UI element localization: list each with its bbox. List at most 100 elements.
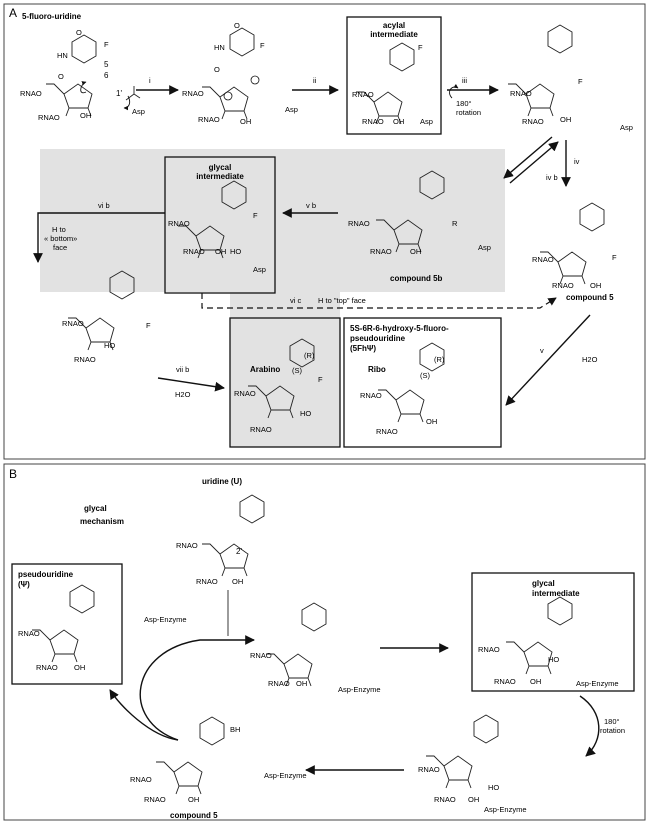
svg-text:ii: ii [313, 76, 317, 85]
structure-compound-5 [539, 202, 605, 285]
svg-text:RNAO: RNAO [198, 115, 220, 124]
svg-text:6: 6 [104, 71, 109, 80]
svg-text:RNAO: RNAO [510, 89, 532, 98]
structure-5fu [45, 34, 97, 117]
label-rotation-b: 180°rotation [600, 717, 625, 735]
svg-text:iv b: iv b [546, 173, 558, 182]
svg-text:H2O: H2O [582, 355, 598, 364]
structure-rotated [507, 24, 573, 117]
svg-text:Asp-Enzyme: Asp-Enzyme [576, 679, 619, 688]
svg-text:RNAO: RNAO [376, 427, 398, 436]
svg-text:(S): (S) [420, 371, 431, 380]
svg-text:RNAO: RNAO [182, 89, 204, 98]
svg-text:RNAO: RNAO [494, 677, 516, 686]
svg-text:iii: iii [462, 76, 467, 85]
svg-text:OH: OH [530, 677, 541, 686]
structure-pseudouridine [31, 584, 95, 663]
structure-oxocarbenium-b [265, 602, 327, 687]
arrow-loop-to-cation [139, 635, 255, 741]
svg-text:F: F [418, 43, 423, 52]
svg-text:RNAO: RNAO [362, 117, 384, 126]
label-ribo: Ribo [368, 365, 386, 374]
svg-text:RNAO: RNAO [418, 765, 440, 774]
arrow-step-ivb-down [503, 136, 553, 179]
arrow-step-vic [201, 293, 557, 309]
svg-text:RNAO: RNAO [144, 795, 166, 804]
svg-text:RNAO: RNAO [20, 89, 42, 98]
svg-text:O: O [76, 28, 82, 37]
svg-text:R: R [452, 219, 458, 228]
svg-text:RNAO: RNAO [130, 775, 152, 784]
svg-text:RNAO: RNAO [176, 541, 198, 550]
svg-text:HN: HN [214, 43, 225, 52]
svg-text:RNAO: RNAO [434, 795, 456, 804]
product-box [343, 317, 502, 448]
glycal-box-b [471, 572, 635, 692]
arrow-step-viib [157, 377, 225, 392]
arrow-step-v [505, 314, 591, 406]
svg-text:F: F [104, 40, 109, 49]
svg-text:Asp-Enzyme: Asp-Enzyme [484, 805, 527, 814]
structure-oxocarbenium [201, 27, 255, 120]
label-uridine: uridine (U) [202, 477, 242, 486]
label-compound-5b: compound 5b [390, 274, 443, 283]
label-compound-5-a: compound 5 [566, 293, 614, 302]
svg-text:RNAO: RNAO [552, 281, 574, 290]
label-5-fluoro-uridine: 5-fluoro-uridine [22, 12, 82, 21]
svg-text:H2O: H2O [175, 390, 191, 399]
svg-text:RNAO: RNAO [250, 425, 272, 434]
svg-text:RNAO: RNAO [38, 113, 60, 122]
label-product-title: 5S-6R-6-hydroxy-5-fluoro-pseudouridine(5… [350, 324, 449, 353]
svg-text:OH: OH [410, 247, 421, 256]
svg-text:RNAO: RNAO [352, 90, 374, 99]
svg-text:HO: HO [548, 655, 559, 664]
label-h-bottom: H to« bottom»face [44, 225, 77, 252]
svg-text:RNAO: RNAO [196, 577, 218, 586]
svg-text:OH: OH [240, 117, 251, 126]
structure-uridine [201, 494, 265, 577]
structure-rotated-glycal-b [425, 714, 499, 789]
svg-text:i: i [149, 76, 151, 85]
label-compound-5-b: compound 5 [170, 811, 218, 820]
svg-text:RNAO: RNAO [62, 319, 84, 328]
svg-text:F: F [578, 77, 583, 86]
svg-text:OH: OH [393, 117, 404, 126]
panel-b-frame [3, 463, 646, 821]
svg-text:Asp: Asp [478, 243, 491, 252]
arrow-step-ivb-up [509, 141, 559, 184]
svg-text:F: F [253, 211, 258, 220]
arrow-to-pseudouridine [109, 689, 179, 741]
svg-text:HO: HO [104, 341, 115, 350]
svg-text:1': 1' [116, 89, 122, 98]
svg-text:OH: OH [426, 417, 437, 426]
svg-text:O: O [58, 72, 64, 81]
svg-text:RNAO: RNAO [234, 389, 256, 398]
svg-text:RNAO: RNAO [360, 391, 382, 400]
svg-text:BH: BH [230, 725, 240, 734]
svg-text:Asp: Asp [132, 107, 145, 116]
svg-text:Asp-Enzyme: Asp-Enzyme [144, 615, 187, 624]
svg-text:F: F [612, 253, 617, 262]
svg-text:OH: OH [560, 115, 571, 124]
svg-text:Asp-Enzyme: Asp-Enzyme [264, 771, 307, 780]
svg-text:RNAO: RNAO [478, 645, 500, 654]
svg-text:RNAO: RNAO [250, 651, 272, 660]
panel-a-frame [3, 3, 646, 460]
panel-b-letter: B [9, 467, 17, 481]
svg-text:OH: OH [468, 795, 479, 804]
svg-text:vii b: vii b [176, 365, 189, 374]
label-pseudouridine: pseudouridine(Ψ) [18, 570, 74, 589]
label-arabino: Arabino [250, 365, 280, 374]
svg-text:RNAO: RNAO [268, 679, 290, 688]
svg-text:iv: iv [574, 157, 580, 166]
svg-text:Asp: Asp [253, 265, 266, 274]
svg-text:v: v [540, 346, 544, 355]
svg-text:HN: HN [57, 51, 68, 60]
svg-text:HO: HO [488, 783, 499, 792]
arrow-rotation-b [579, 695, 600, 757]
